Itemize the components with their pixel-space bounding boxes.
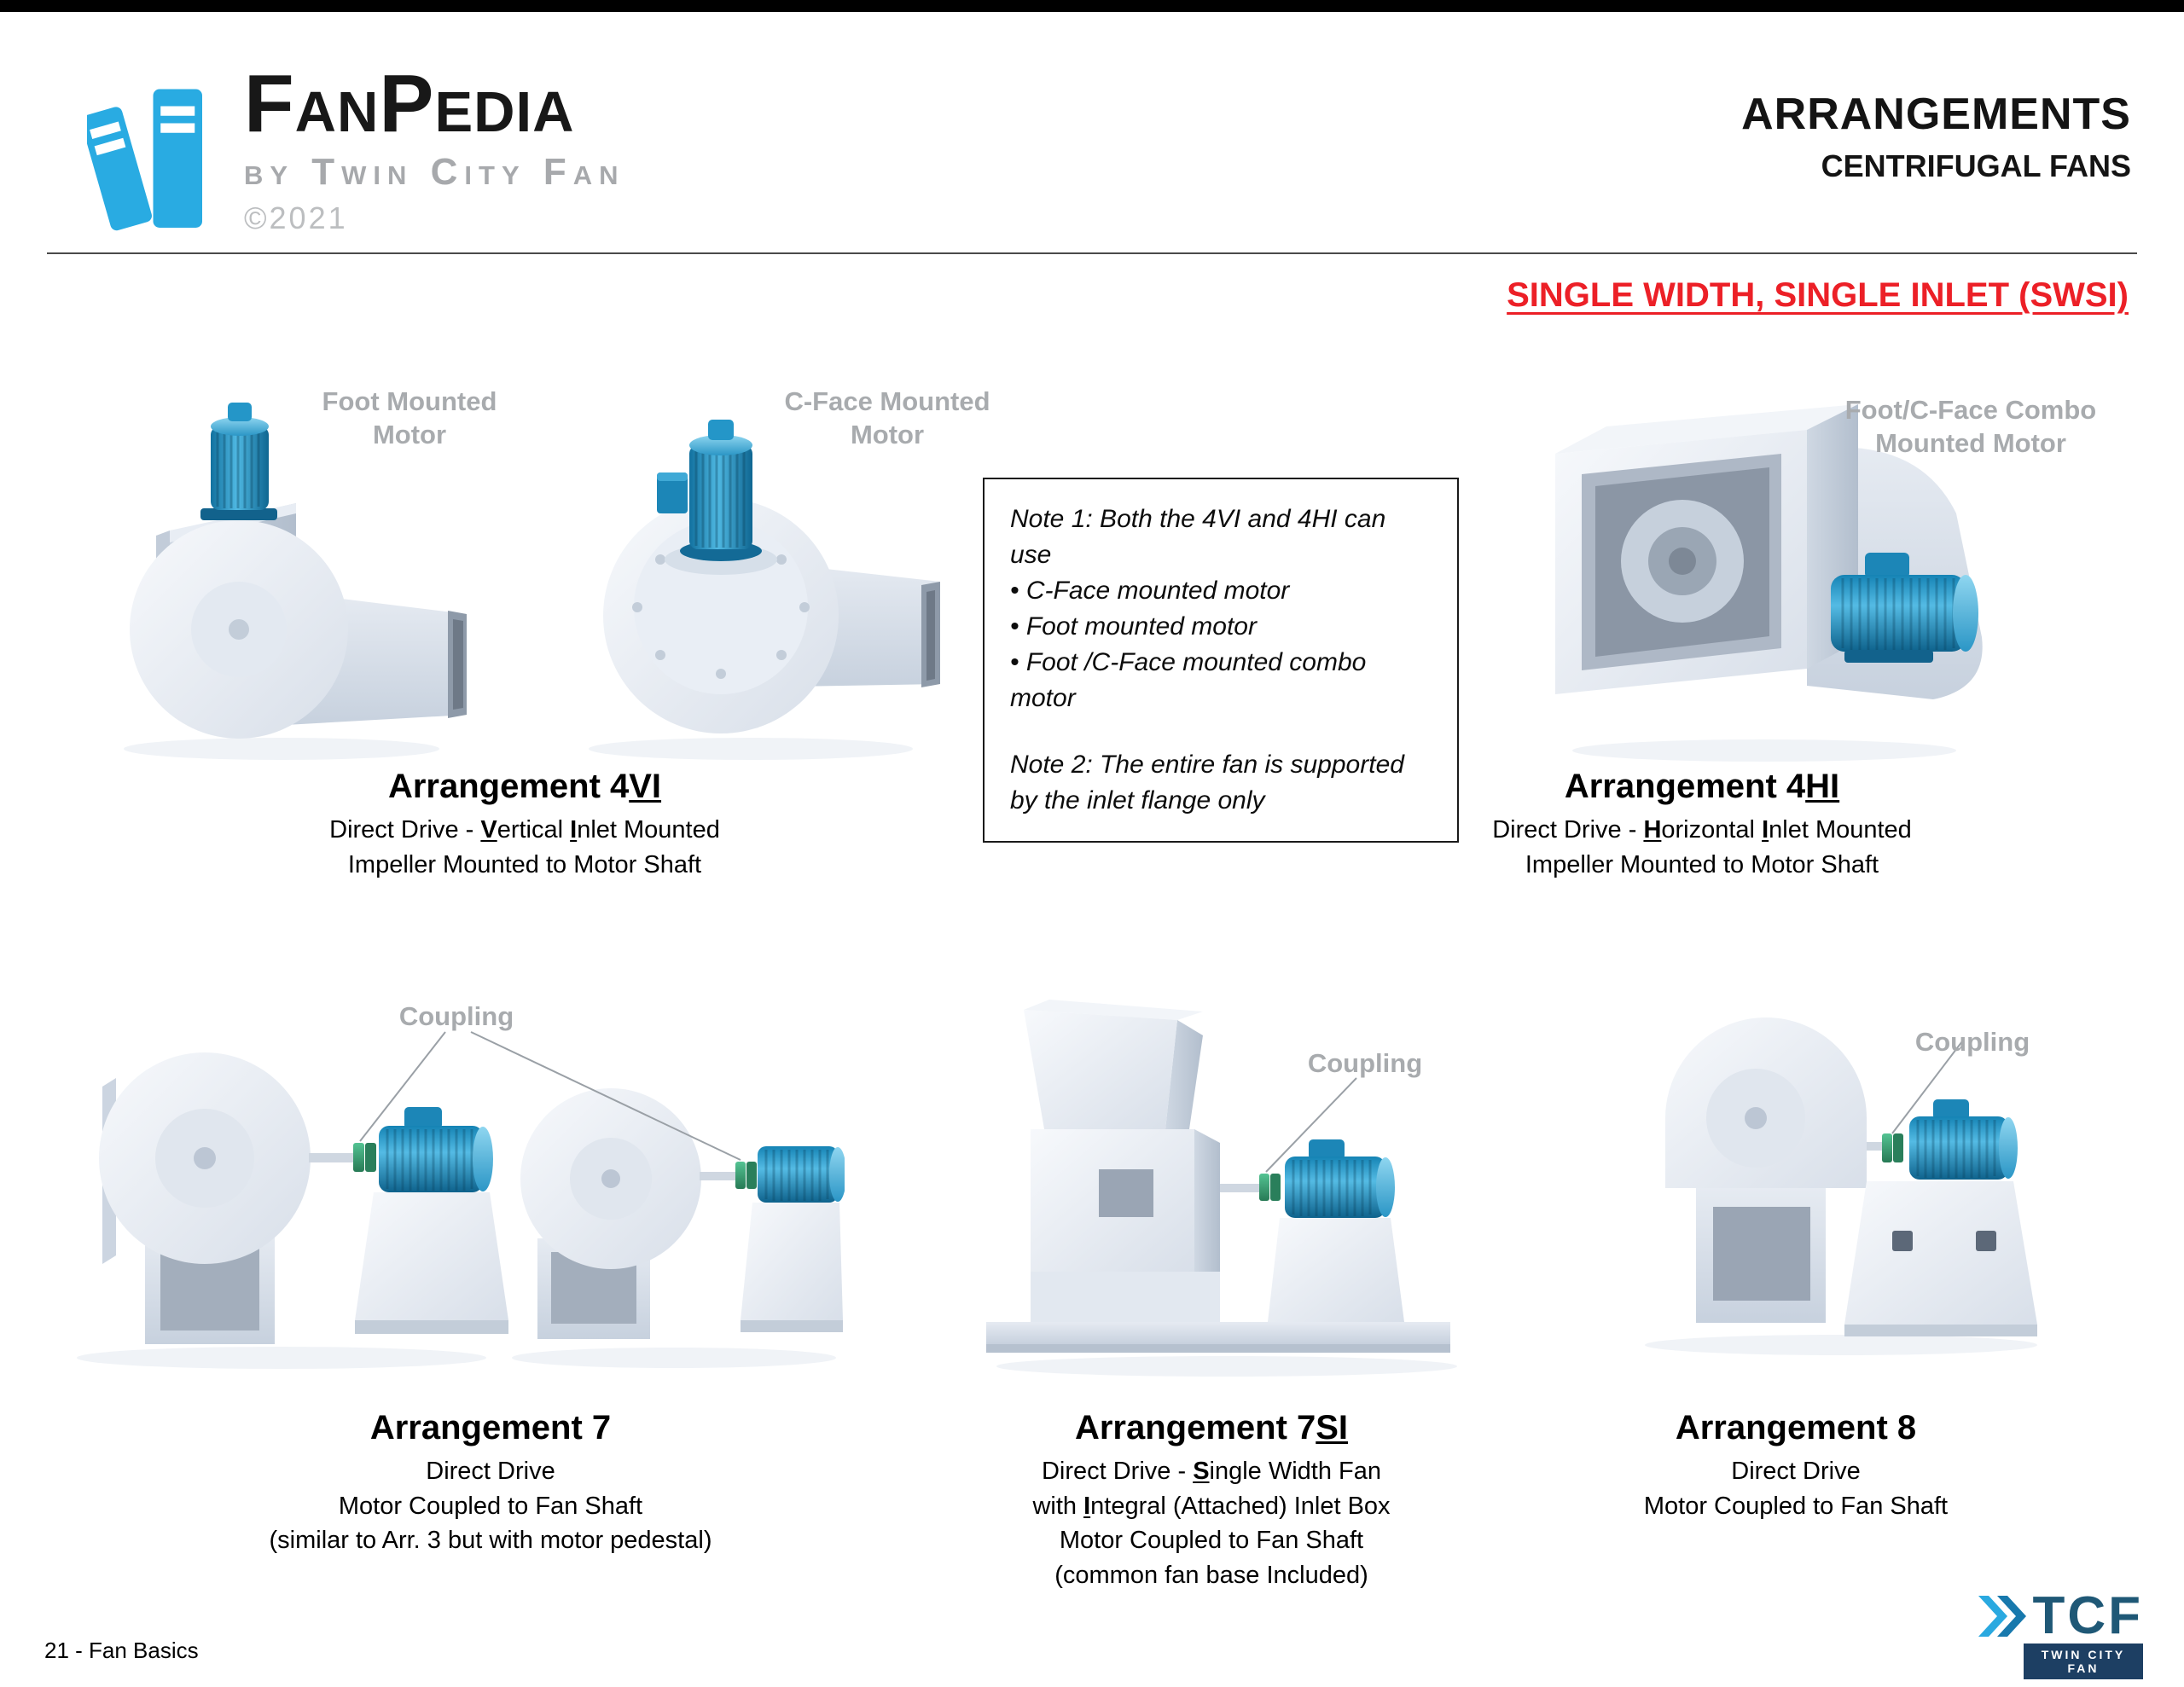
arrangement-7-line: Motor Coupled to Fan Shaft (338, 1492, 643, 1520)
arrangement-7-line: Direct Drive (426, 1458, 555, 1485)
arrangement-7si-line: Motor Coupled to Fan Shaft (1059, 1527, 1364, 1555)
fanpedia-logo: FanPedia by Twin City Fan ©2021 (87, 61, 625, 236)
logo-text-block: FanPedia by Twin City Fan ©2021 (244, 61, 625, 236)
arrangement-4hi-line: Impeller Mounted to Motor Shaft (1525, 850, 1879, 878)
books-icon (87, 89, 202, 231)
coupling (1882, 1133, 1903, 1162)
motor (379, 1107, 493, 1192)
arrangement-8-line: Direct Drive (1731, 1458, 1861, 1485)
motor-pedestal (1844, 1181, 2037, 1336)
fan-housing (1665, 1017, 1867, 1323)
header-right: ARRANGEMENTS CENTRIFUGAL FANS (1741, 89, 2131, 184)
arrangement-4vi-title: Arrangement 4VI (387, 768, 662, 805)
page-subtitle: CENTRIFUGAL FANS (1821, 148, 2131, 183)
label-coupling-arr8: Coupling (1914, 1027, 2030, 1057)
note1-bullet: • C-Face mounted motor (1010, 577, 1290, 605)
note-gap (1010, 716, 1432, 747)
label-coupling-arr7si: Coupling (1307, 1048, 1423, 1078)
caption-arrangement-7: Arrangement 7 Direct Drive Motor Coupled… (205, 1409, 776, 1558)
header-divider (47, 252, 2137, 254)
coupling (1259, 1174, 1281, 1201)
arrangement-7-title: Arrangement 7 (369, 1409, 612, 1446)
arrangement-4vi-cface-figure (589, 420, 940, 760)
caption-arrangement-4hi: Arrangement 4HI Direct Drive - Horizonta… (1416, 768, 1988, 882)
common-base (986, 1322, 1450, 1353)
page-number-label: 21 - Fan Basics (44, 1638, 199, 1663)
page-title: ARRANGEMENTS (1741, 90, 2131, 139)
tcf-chevrons-icon (1978, 1596, 2027, 1638)
caption-arrangement-4vi: Arrangement 4VI Direct Drive - Vertical … (239, 768, 810, 882)
fan-housing (130, 520, 348, 739)
tcf-acronym: TCF (2032, 1586, 2143, 1645)
motor (1285, 1139, 1395, 1218)
arrangement-7si-line: (common fan base Included) (1054, 1561, 1368, 1589)
arrangement-4vi-foot-figure (124, 403, 467, 760)
note2-text: Note 2: The entire fan is supported by t… (1010, 751, 1404, 815)
coupling-pointer-line (1891, 1041, 1963, 1134)
logo-title: FanPedia (244, 58, 575, 149)
inlet-box (1024, 1000, 1203, 1129)
label-combo-mounted-motor: Foot/C-Face Combo Mounted Motor (1844, 395, 2097, 458)
arrangement-7-figure (77, 1031, 845, 1369)
logo-subtitle: by Twin City Fan (244, 150, 625, 193)
fan-left (99, 1052, 508, 1344)
arrangement-7si-line: Direct Drive - Single Width Fan (1041, 1458, 1382, 1485)
note-box: Note 1: Both the 4VI and 4HI can use • C… (983, 478, 1459, 843)
arrangement-7-line: (similar to Arr. 3 but with motor pedest… (269, 1527, 712, 1555)
coupling-pointer-line (1265, 1077, 1357, 1173)
tcf-logo: TCF TWIN CITY FAN (1955, 1586, 2143, 1679)
note1-text: Note 1: Both the 4VI and 4HI can use (1010, 505, 1386, 569)
arrangement-7si-figure (986, 1000, 1457, 1377)
tcf-logo-top: TCF (1955, 1586, 2143, 1645)
motor-pedestal (1268, 1218, 1404, 1322)
tcf-name-bar: TWIN CITY FAN (2024, 1643, 2143, 1679)
arrangement-4hi-title: Arrangement 4HI (1564, 768, 1840, 805)
logo-year: ©2021 (244, 200, 348, 235)
note1-bullet: • Foot mounted motor (1010, 612, 1257, 641)
label-cface-mounted-motor: C-Face Mounted Motor (784, 386, 990, 449)
motor (1909, 1099, 2018, 1180)
arrangement-4hi-figure (1555, 404, 1983, 762)
caption-arrangement-8: Arrangement 8 Direct Drive Motor Coupled… (1510, 1409, 2082, 1523)
label-coupling-arr7: Coupling (398, 1001, 514, 1031)
fan-shaft (1220, 1184, 1261, 1192)
arrangement-8-title: Arrangement 8 (1675, 1409, 1917, 1446)
note1-bullet: • Foot /C-Face mounted combo motor (1010, 648, 1367, 712)
motor (1831, 553, 1978, 663)
arrangement-8-line: Motor Coupled to Fan Shaft (1643, 1492, 1949, 1520)
coupling-pointer-lines (359, 1031, 741, 1161)
caption-arrangement-7si: Arrangement 7SI Direct Drive - Single Wi… (926, 1409, 1497, 1592)
inlet-box (1555, 404, 1858, 694)
coupling (353, 1143, 376, 1172)
fan-housing (1031, 1129, 1220, 1322)
top-black-bar (0, 0, 2184, 12)
arrangement-7si-line: with Integral (Attached) Inlet Box (1032, 1492, 1391, 1520)
label-foot-mounted-motor: Foot Mounted Motor (322, 386, 497, 449)
arrangement-8-figure (1645, 1017, 2037, 1355)
fan-right (520, 1088, 845, 1339)
arrangement-4vi-line: Direct Drive - Vertical Inlet Mounted (329, 816, 720, 844)
fan-shaft (1867, 1142, 1884, 1151)
arrangement-7si-title: Arrangement 7SI (1074, 1409, 1349, 1446)
motor (200, 403, 277, 520)
arrangement-4hi-line: Direct Drive - Horizontal Inlet Mounted (1492, 816, 1912, 844)
motor (758, 1146, 845, 1203)
arrangement-4vi-line: Impeller Mounted to Motor Shaft (347, 850, 702, 878)
coupling (735, 1162, 757, 1189)
section-heading: SINGLE WIDTH, SINGLE INLET (SWSI) (1507, 276, 2129, 314)
motor (657, 420, 762, 561)
